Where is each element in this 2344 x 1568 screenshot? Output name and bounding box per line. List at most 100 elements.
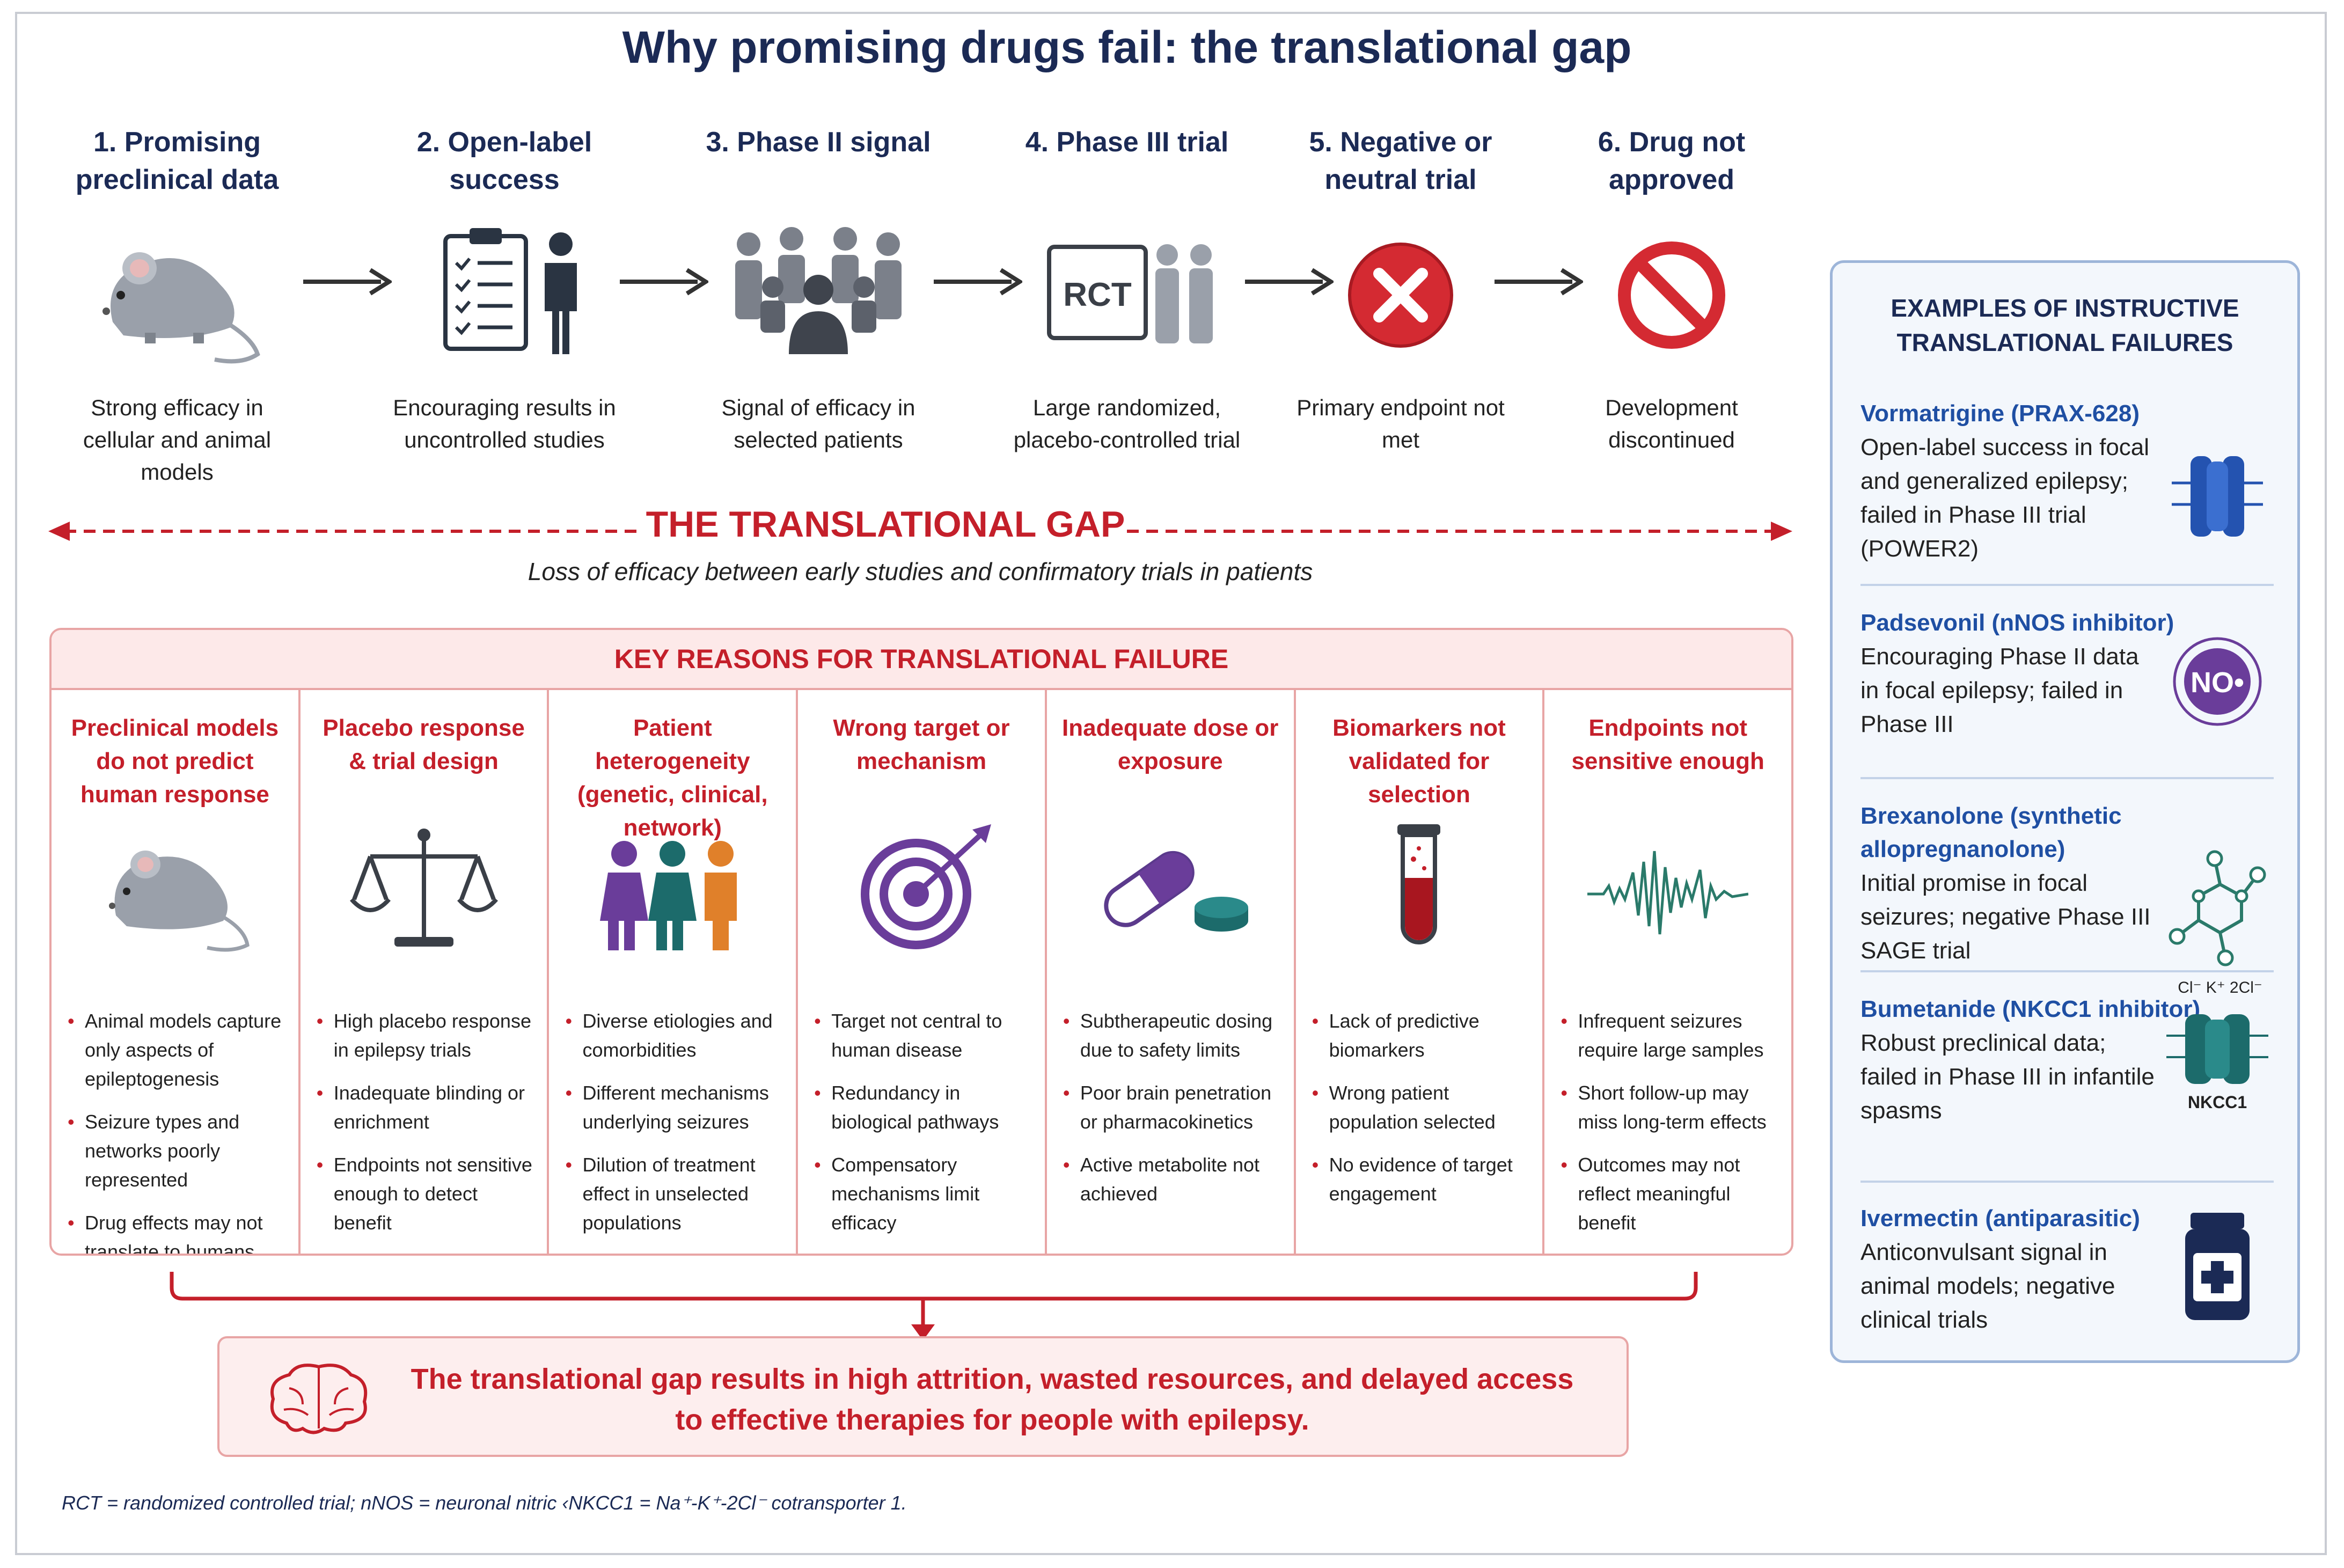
example-item: Bumetanide (NKCC1 inhibitor) Robust prec… bbox=[1860, 979, 2279, 1127]
reason-title: Wrong target or mechanism bbox=[833, 715, 1010, 774]
ion-labels: Cl⁻ K⁺ 2Cl⁻ bbox=[2178, 979, 2262, 997]
pill-icon bbox=[1104, 851, 1248, 932]
reason-item: Seizure types and networks poorly repres… bbox=[63, 1108, 287, 1195]
divider bbox=[1860, 777, 2274, 779]
reason-column: Biomarkers not validated for selection L… bbox=[1296, 690, 1545, 1254]
example-name: Bumetanide (NKCC1 inhibitor) bbox=[1860, 996, 2201, 1022]
prohibited-icon bbox=[1618, 241, 1725, 349]
step-title: 4. Phase III trial bbox=[1025, 127, 1229, 158]
example-description: Initial promise in focal seizures; negat… bbox=[1860, 870, 2151, 964]
conclusion-text: The translational gap results in high at… bbox=[397, 1359, 1588, 1440]
people-icon bbox=[600, 841, 737, 950]
conclusion-line-1: The translational gap results in high at… bbox=[411, 1363, 1574, 1395]
step-description: Large randomized, placebo-controlled tri… bbox=[1013, 395, 1241, 452]
reason-item: Dilution of treatment effect in unselect… bbox=[561, 1151, 784, 1237]
reason-item: Drug effects may not translate to humans bbox=[63, 1208, 287, 1254]
reason-column: Patient heterogeneity (genetic, clinical… bbox=[549, 690, 799, 1254]
arrow-icon bbox=[1245, 268, 1334, 296]
reason-column: Wrong target or mechanism Target not cen… bbox=[798, 690, 1047, 1254]
gap-subtitle: Loss of efficacy between early studies a… bbox=[528, 558, 1313, 585]
step-title: 5. Negative or neutral trial bbox=[1309, 127, 1492, 195]
reason-item: Inadequate blinding or enrichment bbox=[312, 1079, 536, 1137]
target-icon bbox=[861, 824, 992, 949]
example-description: Open-label success in focal and generali… bbox=[1860, 434, 2150, 562]
example-name: Vormatrigine (PRAX-628) bbox=[1860, 400, 2140, 427]
example-description: Anticonvulsant signal in animal models; … bbox=[1860, 1239, 2115, 1333]
divider bbox=[1860, 970, 2274, 972]
step-6: 6. Drug not approved Development discont… bbox=[1554, 123, 1790, 456]
ion-channel-icon bbox=[2172, 456, 2263, 537]
nkcc1-label: NKCC1 bbox=[2188, 1093, 2247, 1112]
failure-x-icon bbox=[1348, 243, 1453, 348]
key-reasons-title: KEY REASONS FOR TRANSLATIONAL FAILURE bbox=[52, 630, 1791, 690]
conclusion-line-2: to effective therapies for people with e… bbox=[675, 1404, 1309, 1436]
step-title: 1. Promising preclinical data bbox=[75, 127, 279, 195]
reason-item: Different mechanisms underlying seizures bbox=[561, 1079, 784, 1137]
scales-icon bbox=[349, 829, 498, 947]
step-5: 5. Negative or neutral trial Primary end… bbox=[1283, 123, 1519, 456]
reason-column: Placebo response & trial design High pla… bbox=[301, 690, 550, 1254]
brain-icon bbox=[270, 1364, 368, 1434]
arrow-icon bbox=[620, 268, 708, 296]
molecule-icon bbox=[2169, 850, 2266, 966]
footnote: RCT = randomized controlled trial; nNOS … bbox=[62, 1492, 907, 1514]
reason-item: Subtherapeutic dosing due to safety limi… bbox=[1059, 1007, 1282, 1065]
rct-label: RCT bbox=[1063, 276, 1132, 313]
arrow-icon bbox=[303, 268, 392, 296]
figure-title: Why promising drugs fail: the translatio… bbox=[622, 22, 1632, 72]
eeg-wave-icon bbox=[1587, 851, 1749, 935]
example-description: Encouraging Phase II data in focal epile… bbox=[1860, 643, 2139, 737]
example-item: Brexanolone (synthetic allopregnanolone)… bbox=[1860, 800, 2279, 968]
test-tube-icon bbox=[1397, 824, 1441, 944]
transporter-icon: Cl⁻ K⁺ 2Cl⁻ NKCC1 bbox=[2166, 979, 2268, 1112]
reason-title: Inadequate dose or exposure bbox=[1062, 715, 1279, 774]
example-name: Brexanolone (synthetic allopregnanolone) bbox=[1860, 803, 2122, 862]
reason-item: Endpoints not sensitive enough to detect… bbox=[312, 1151, 536, 1237]
reason-column: Preclinical models do not predict human … bbox=[52, 690, 301, 1254]
step-3: 3. Phase II signal Signal of efficacy in… bbox=[700, 123, 936, 456]
example-name: Ivermectin (antiparasitic) bbox=[1860, 1205, 2140, 1232]
step-description: Encouraging results in uncontrolled stud… bbox=[393, 395, 616, 452]
example-item: Ivermectin (antiparasitic) Anticonvulsan… bbox=[1860, 1202, 2279, 1337]
reason-item: Short follow-up may miss long-term effec… bbox=[1556, 1079, 1779, 1137]
example-item: Vormatrigine (PRAX-628) Open-label succe… bbox=[1860, 397, 2279, 566]
reason-column: Endpoints not sensitive enough Infrequen… bbox=[1544, 690, 1791, 1254]
medicine-bottle-icon bbox=[2185, 1213, 2250, 1320]
reason-item: Poor brain penetration or pharmacokineti… bbox=[1059, 1079, 1282, 1137]
reason-title: Placebo response & trial design bbox=[323, 715, 525, 774]
reason-title: Preclinical models do not predict human … bbox=[71, 715, 279, 808]
reason-item: Active metabolite not achieved bbox=[1059, 1151, 1282, 1208]
no-molecule-icon: NO• bbox=[2173, 637, 2262, 726]
mouse-icon bbox=[108, 851, 250, 952]
step-2: 2. Open-label success Encouraging result… bbox=[386, 123, 622, 456]
reason-item: Infrequent seizures require large sample… bbox=[1556, 1007, 1779, 1065]
reason-item: No evidence of target engagement bbox=[1308, 1151, 1531, 1208]
examples-title: EXAMPLES OF INSTRUCTIVE TRANSLATIONAL FA… bbox=[1891, 294, 2239, 356]
divider bbox=[1860, 584, 2274, 586]
step-description: Strong efficacy in cellular and animal m… bbox=[83, 395, 272, 485]
step-description: Signal of efficacy in selected patients bbox=[721, 395, 915, 452]
gap-title: THE TRANSLATIONAL GAP bbox=[644, 503, 1127, 545]
reason-column: Inadequate dose or exposure Subtherapeut… bbox=[1047, 690, 1296, 1254]
arrow-icon bbox=[1495, 268, 1583, 296]
reason-item: Target not central to human disease bbox=[810, 1007, 1033, 1065]
reason-item: Animal models capture only aspects of ep… bbox=[63, 1007, 287, 1094]
reason-item: Lack of predictive biomarkers bbox=[1308, 1007, 1531, 1065]
examples-panel: EXAMPLES OF INSTRUCTIVE TRANSLATIONAL FA… bbox=[1830, 260, 2300, 1363]
arrow-icon bbox=[934, 268, 1022, 296]
step-title: 2. Open-label success bbox=[416, 127, 592, 195]
step-description: Development discontinued bbox=[1605, 395, 1738, 452]
step-title: 3. Phase II signal bbox=[706, 127, 931, 158]
patient-group-icon bbox=[735, 227, 902, 354]
example-name: Padsevonil (nNOS inhibitor) bbox=[1860, 610, 2174, 636]
step-1: 1. Promising preclinical data Strong eff… bbox=[59, 123, 295, 488]
rct-icon: RCT bbox=[1047, 244, 1213, 343]
reason-item: Redundancy in biological pathways bbox=[810, 1079, 1033, 1137]
mouse-icon bbox=[102, 252, 260, 364]
example-description: Robust preclinical data; failed in Phase… bbox=[1860, 1030, 2155, 1124]
step-description: Primary endpoint not met bbox=[1296, 395, 1505, 452]
divider bbox=[1860, 1181, 2274, 1183]
reason-item: High placebo response in epilepsy trials bbox=[312, 1007, 536, 1065]
no-label: NO• bbox=[2191, 666, 2244, 699]
clipboard-person-icon bbox=[443, 228, 577, 354]
